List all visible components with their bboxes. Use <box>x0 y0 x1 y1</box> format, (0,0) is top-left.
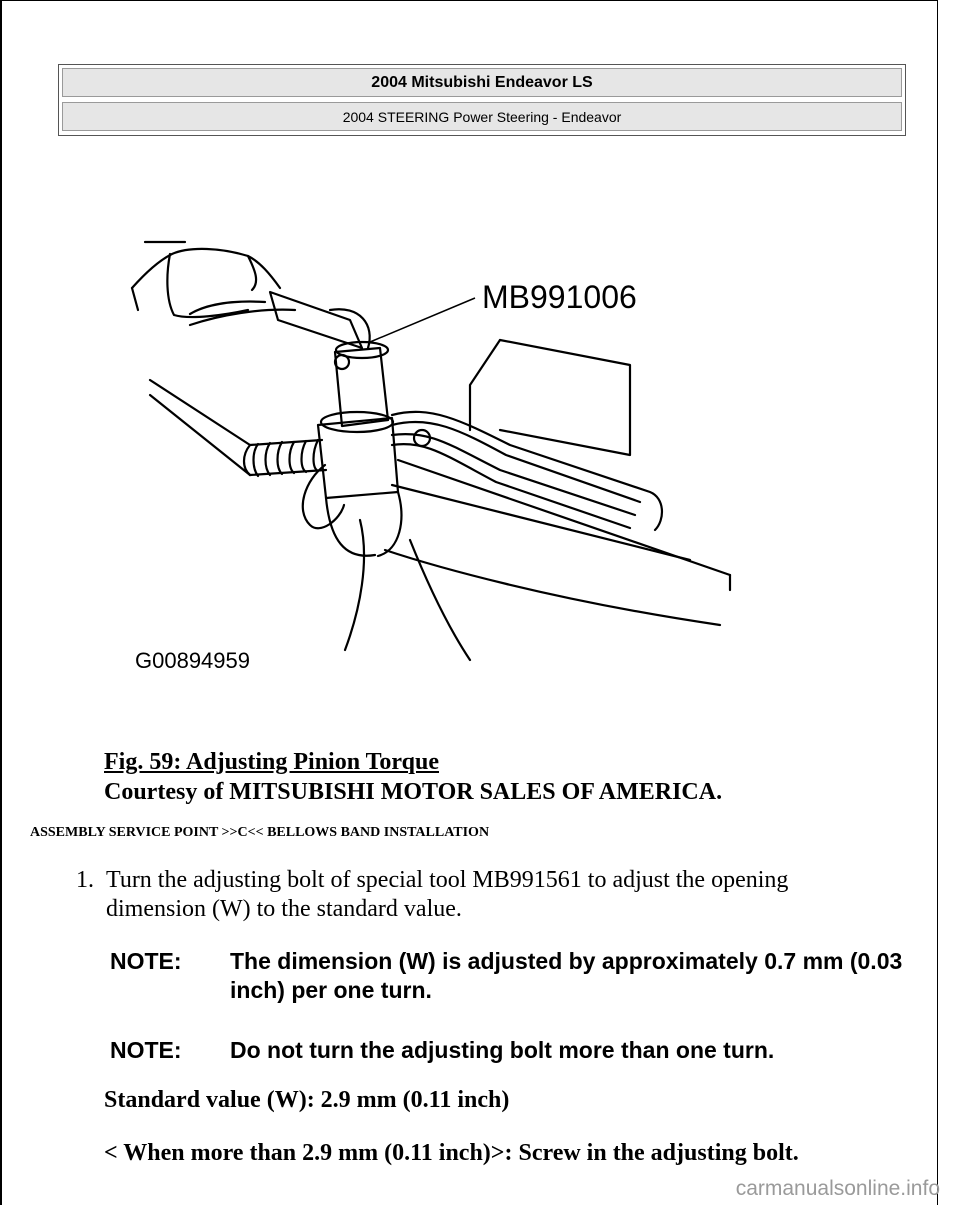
note-text: Do not turn the adjusting bolt more than… <box>230 1037 775 1063</box>
adjustment-condition: < When more than 2.9 mm (0.11 inch)>: Sc… <box>104 1140 799 1166</box>
page-border-top <box>0 0 938 1</box>
note-text: The dimension (W) is adjusted by approxi… <box>230 948 903 1003</box>
document-subtitle: 2004 STEERING Power Steering - Endeavor <box>62 102 902 131</box>
step-text: Turn the adjusting bolt of special tool … <box>106 867 789 922</box>
figure-caption: Fig. 59: Adjusting Pinion Torque Courtes… <box>104 747 722 807</box>
document-title: 2004 Mitsubishi Endeavor LS <box>62 68 902 97</box>
figure-image-code: G00894959 <box>135 648 250 673</box>
step-number: 1. <box>76 867 94 893</box>
steering-gear-illustration: MB991006 G00894959 <box>130 240 732 673</box>
standard-value: Standard value (W): 2.9 mm (0.11 inch) <box>104 1087 510 1113</box>
figure-title: Fig. 59: Adjusting Pinion Torque <box>104 749 439 775</box>
watermark: carmanualsonline.info <box>735 1177 940 1200</box>
note-label: NOTE: <box>110 948 182 974</box>
note-label: NOTE: <box>110 1037 182 1063</box>
figure-courtesy: Courtesy of MITSUBISHI MOTOR SALES OF AM… <box>104 779 723 805</box>
page-border-right <box>937 0 938 1205</box>
tool-callout-label: MB991006 <box>482 279 637 315</box>
page-border-left <box>0 0 2 1205</box>
document-header: 2004 Mitsubishi Endeavor LS 2004 STEERIN… <box>58 64 906 136</box>
section-heading: ASSEMBLY SERVICE POINT >>C<< BELLOWS BAN… <box>30 825 490 840</box>
